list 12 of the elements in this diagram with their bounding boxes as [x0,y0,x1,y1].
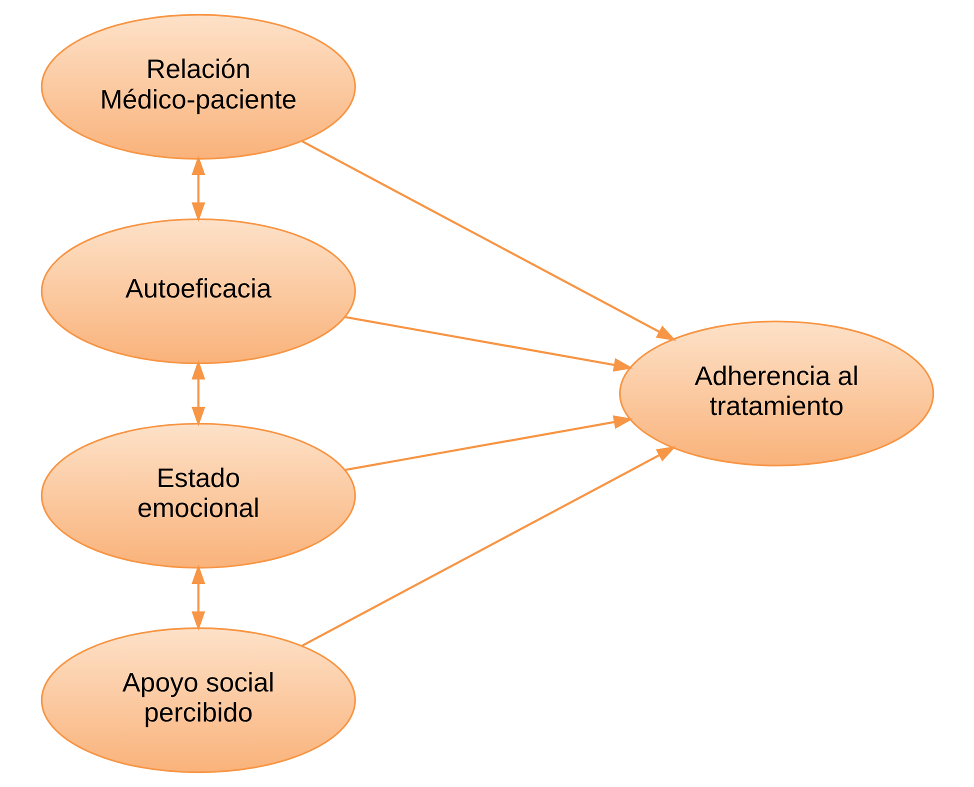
arrow [191,156,205,222]
arrow [344,415,633,472]
node-ellipse: Autoeficacia [40,218,356,364]
arrow [301,446,676,647]
node-ellipse: Adherencia al tratamiento [618,320,934,466]
node-ellipse: Relación Médico-paciente [40,14,356,160]
node-ellipse: Apoyo social percibido [40,627,356,774]
arrow [191,564,205,631]
node-ellipse: Estado emocional [40,422,356,569]
arrow [344,316,633,372]
arrow [191,360,205,426]
arrow [301,140,676,341]
